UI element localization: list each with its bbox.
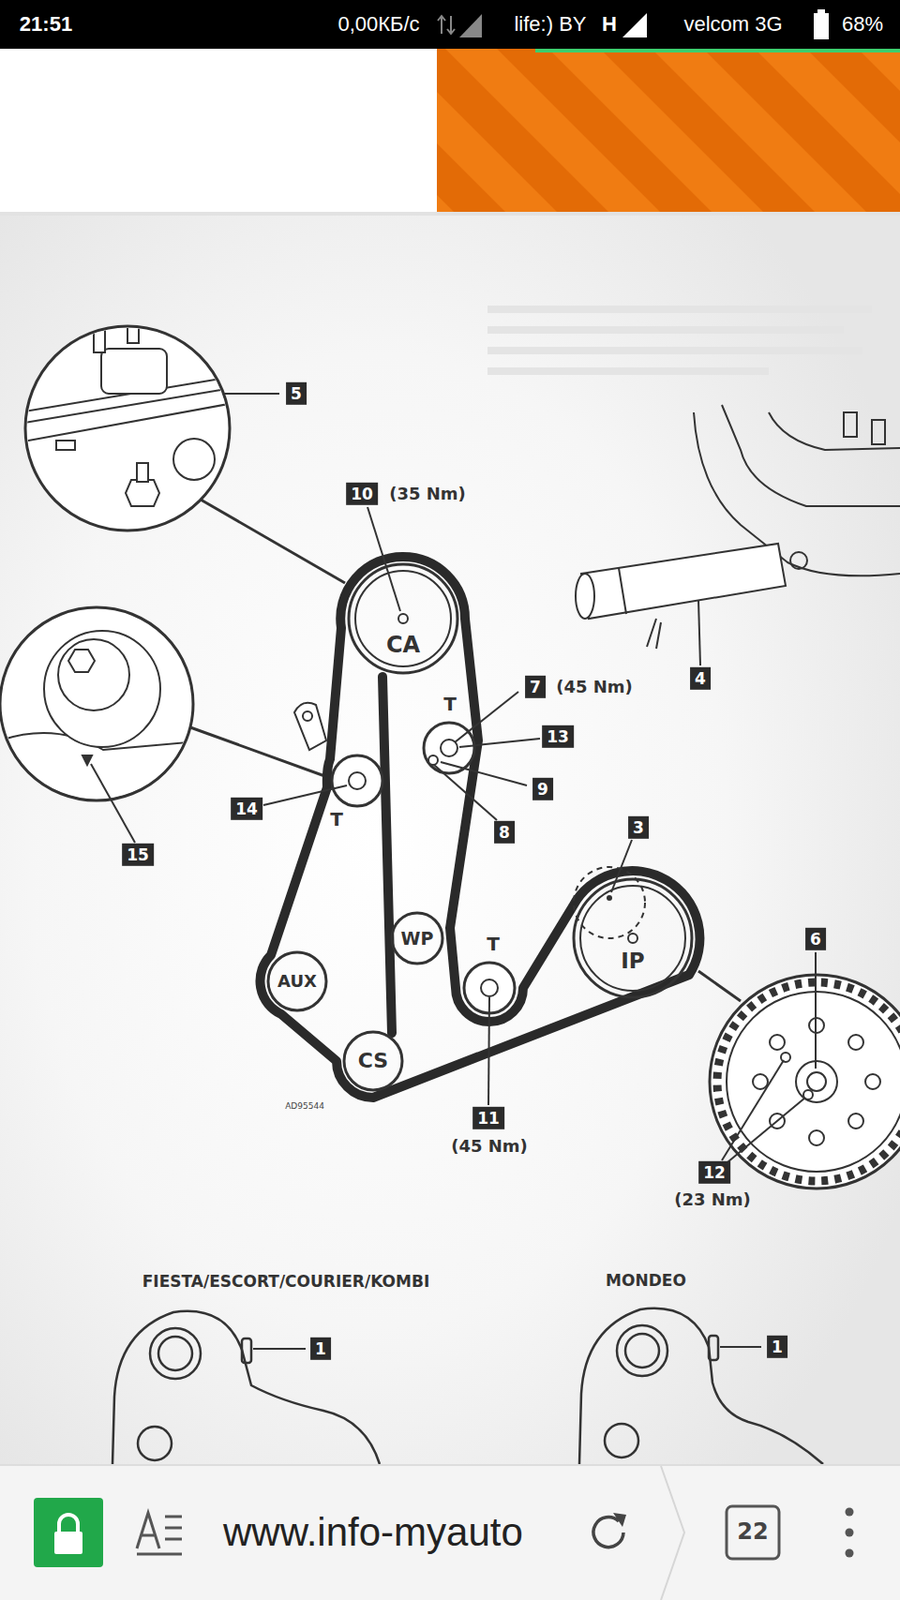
status-text: 21:51: [19, 12, 73, 36]
timing-belt: [259, 556, 700, 1098]
callout-number: 13: [541, 725, 574, 749]
callout-number: 3: [628, 816, 649, 840]
torque-value: (45 Nm): [450, 1137, 528, 1157]
detail-circle-5: [18, 313, 244, 531]
callout-number: 12: [698, 1161, 731, 1185]
callout-number: 10: [345, 482, 378, 506]
callout-number: 15: [121, 843, 154, 867]
figure-code: AD95544: [285, 1101, 325, 1111]
callout-number: 4: [690, 667, 711, 690]
pulley-label: CA: [386, 632, 420, 658]
separator: [0, 211, 900, 216]
torque-value: (23 Nm): [674, 1190, 751, 1211]
tensioner-mark: T: [443, 693, 457, 716]
pulley-label: AUX: [277, 972, 317, 991]
leader-line: [90, 764, 135, 843]
callout-number: 7: [525, 675, 546, 699]
leader-lines: [263, 507, 540, 1106]
injection-pump-mark: [573, 840, 645, 939]
model-heading: MONDEO: [605, 1272, 687, 1291]
pulley-outline: [571, 877, 694, 1000]
tensioner-mark: T: [330, 809, 344, 831]
tab-count: 22: [736, 1519, 768, 1546]
callout-number: 6: [805, 928, 826, 951]
cover-outlines: [112, 1308, 824, 1465]
scan-ground: [0, 215, 900, 1465]
callout-number: 8: [494, 821, 515, 844]
tensioner-mark: T: [486, 933, 500, 956]
model-heading: FIESTA/ESCORT/COURIER/KOMBI: [142, 1273, 430, 1292]
tool-illustration: [575, 405, 900, 649]
orange-banner: [290, 48, 900, 212]
detail-link: [200, 499, 345, 584]
leader-line: [698, 600, 701, 666]
pulley-node: CA: [346, 562, 460, 675]
status-bar: [0, 0, 900, 49]
pulley-label: WP: [401, 929, 435, 949]
callout-number: 11: [472, 1107, 505, 1130]
status-text: 68%: [841, 12, 884, 36]
pulley-label: CS: [358, 1050, 389, 1073]
pulley-outline: [346, 562, 460, 675]
pulley-node: AUX: [266, 950, 329, 1013]
pulley-node: WP: [390, 911, 445, 966]
callout-number: 5: [285, 382, 307, 405]
callout-number: 1: [766, 1335, 788, 1359]
url-text: www.info-myauto: [223, 1510, 524, 1556]
faint-text: [487, 305, 872, 375]
status-text: 0,00КБ/с: [337, 12, 420, 36]
torque-value: (35 Nm): [389, 484, 466, 505]
status-text: H: [601, 12, 617, 36]
callout-number: 14: [230, 797, 263, 821]
status-text: velcom 3G: [683, 12, 782, 36]
pulley-label: IP: [620, 949, 645, 974]
leader-line: [223, 392, 280, 395]
pulley-node: IP: [571, 877, 694, 1000]
browser-url-bar: [0, 1464, 900, 1600]
callout-number: 9: [532, 778, 554, 801]
tensioner-pulleys: [294, 703, 515, 1014]
status-text: life:) BY: [513, 12, 586, 36]
callout-number: 1: [310, 1337, 331, 1361]
detail-circle-14: [0, 607, 194, 807]
torque-value: (45 Nm): [555, 677, 633, 698]
pulley-node: CS: [342, 1030, 405, 1093]
sprocket-detail-6: [698, 952, 900, 1189]
